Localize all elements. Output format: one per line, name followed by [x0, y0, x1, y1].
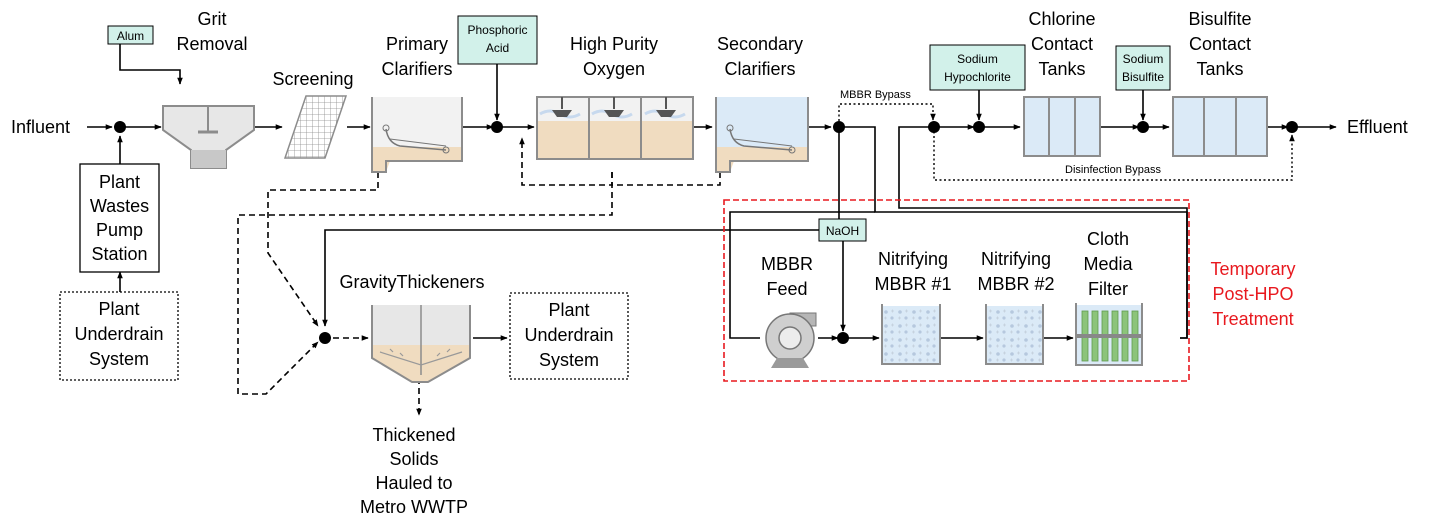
junction-nodes: [114, 121, 1298, 344]
sodium-bisulfite-label-line1: Sodium: [1123, 52, 1164, 66]
flow-lines: [87, 44, 1337, 416]
temporary-treatment-label-line2: Post-HPO: [1212, 284, 1293, 304]
thickened-solids-line4: Metro WWTP: [360, 497, 468, 517]
bisulfite-contact-tanks-unit: [1172, 96, 1268, 157]
secondary-clarifiers-label-line1: Secondary: [717, 34, 803, 54]
mbbr-bypass-label: MBBR Bypass: [840, 89, 911, 101]
grit-removal-label-line2: Removal: [176, 34, 247, 54]
secondary-clarifier-unit: [715, 97, 809, 173]
mbbr-feed-label-line2: Feed: [766, 279, 807, 299]
plant-underdrain-system-right: Plant Underdrain System: [509, 292, 629, 380]
pump-station-line2: Wastes: [90, 196, 149, 216]
plant-wastes-pump-station: Plant Wastes Pump Station: [79, 163, 160, 273]
thickened-solids-line2: Solids: [389, 449, 438, 469]
nitrifying-mbbr-2-label-line1: Nitrifying: [981, 249, 1051, 269]
chlorine-tanks-label-line1: Chlorine: [1028, 9, 1095, 29]
phosphoric-acid-label-line2: Acid: [486, 41, 509, 55]
underdrain-left-line1: Plant: [98, 299, 139, 319]
high-purity-oxygen-unit: [536, 96, 694, 160]
sodium-hypochlorite-feed: Sodium Hypochlorite: [929, 44, 1026, 91]
underdrain-right-line3: System: [539, 350, 599, 370]
disinfection-bypass-label: Disinfection Bypass: [1065, 164, 1161, 176]
underdrain-left-line2: Underdrain: [74, 324, 163, 344]
temporary-treatment-label-line1: Temporary: [1210, 259, 1295, 279]
secondary-clarifiers-label-line2: Clarifiers: [724, 59, 795, 79]
gravity-thickener-unit: [371, 305, 471, 383]
primary-clarifiers-label-line2: Clarifiers: [381, 59, 452, 79]
bisulfite-tanks-label-line1: Bisulfite: [1188, 9, 1251, 29]
temporary-treatment-label-line3: Treatment: [1212, 309, 1293, 329]
screening-unit: [283, 95, 348, 159]
chlorine-tanks-label-line2: Contact: [1031, 34, 1093, 54]
chlorine-contact-tanks-unit: [1023, 96, 1101, 157]
influent-label: Influent: [11, 117, 70, 137]
primary-clarifier-unit: [371, 97, 463, 173]
cloth-media-filter-unit: [1075, 303, 1143, 366]
temporary-treatment-boundary: [723, 199, 1190, 382]
cloth-filter-label-line1: Cloth: [1087, 229, 1129, 249]
sodium-hypochlorite-label-line1: Sodium: [957, 52, 998, 66]
grit-removal-unit: [162, 105, 255, 169]
hpo-label-line1: High Purity: [570, 34, 658, 54]
pump-station-line4: Station: [91, 244, 147, 264]
primary-clarifiers-label-line1: Primary: [386, 34, 448, 54]
cloth-filter-label-line2: Media: [1083, 254, 1133, 274]
gravity-thickeners-label: GravityThickeners: [339, 272, 484, 292]
hpo-label-line2: Oxygen: [583, 59, 645, 79]
underdrain-left-line3: System: [89, 349, 149, 369]
bisulfite-tanks-label-line3: Tanks: [1196, 59, 1243, 79]
phosphoric-acid-label-line1: Phosphoric: [467, 23, 527, 37]
effluent-label: Effluent: [1347, 117, 1408, 137]
grit-removal-label-line1: Grit: [198, 9, 227, 29]
underdrain-right-line1: Plant: [548, 300, 589, 320]
underdrain-right-line2: Underdrain: [524, 325, 613, 345]
alum-feed: Alum: [107, 25, 154, 45]
screening-label: Screening: [272, 69, 353, 89]
nitrifying-mbbr-2-label-line2: MBBR #2: [977, 274, 1054, 294]
sodium-bisulfite-feed: Sodium Bisulfite: [1115, 45, 1171, 91]
nitrifying-mbbr-1-unit: [881, 304, 941, 365]
pump-station-line1: Plant: [99, 172, 140, 192]
pump-station-line3: Pump: [96, 220, 143, 240]
chlorine-tanks-label-line3: Tanks: [1038, 59, 1085, 79]
bisulfite-tanks-label-line2: Contact: [1189, 34, 1251, 54]
phosphoric-acid-feed: Phosphoric Acid: [457, 15, 538, 65]
nitrifying-mbbr-1-label-line2: MBBR #1: [874, 274, 951, 294]
nitrifying-mbbr-2-unit: [985, 304, 1044, 365]
thickened-solids-line3: Hauled to: [375, 473, 452, 493]
mbbr-feed-pump: [765, 312, 817, 368]
alum-label: Alum: [117, 29, 144, 43]
thickened-solids-line1: Thickened: [372, 425, 455, 445]
sodium-bisulfite-label-line2: Bisulfite: [1122, 70, 1164, 84]
naoh-label: NaOH: [826, 224, 859, 238]
nitrifying-mbbr-1-label-line1: Nitrifying: [878, 249, 948, 269]
mbbr-feed-label-line1: MBBR: [761, 254, 813, 274]
sodium-hypochlorite-label-line2: Hypochlorite: [944, 70, 1011, 84]
cloth-filter-label-line3: Filter: [1088, 279, 1128, 299]
plant-underdrain-system-left: Plant Underdrain System: [59, 291, 179, 381]
naoh-feed: NaOH: [818, 218, 867, 242]
